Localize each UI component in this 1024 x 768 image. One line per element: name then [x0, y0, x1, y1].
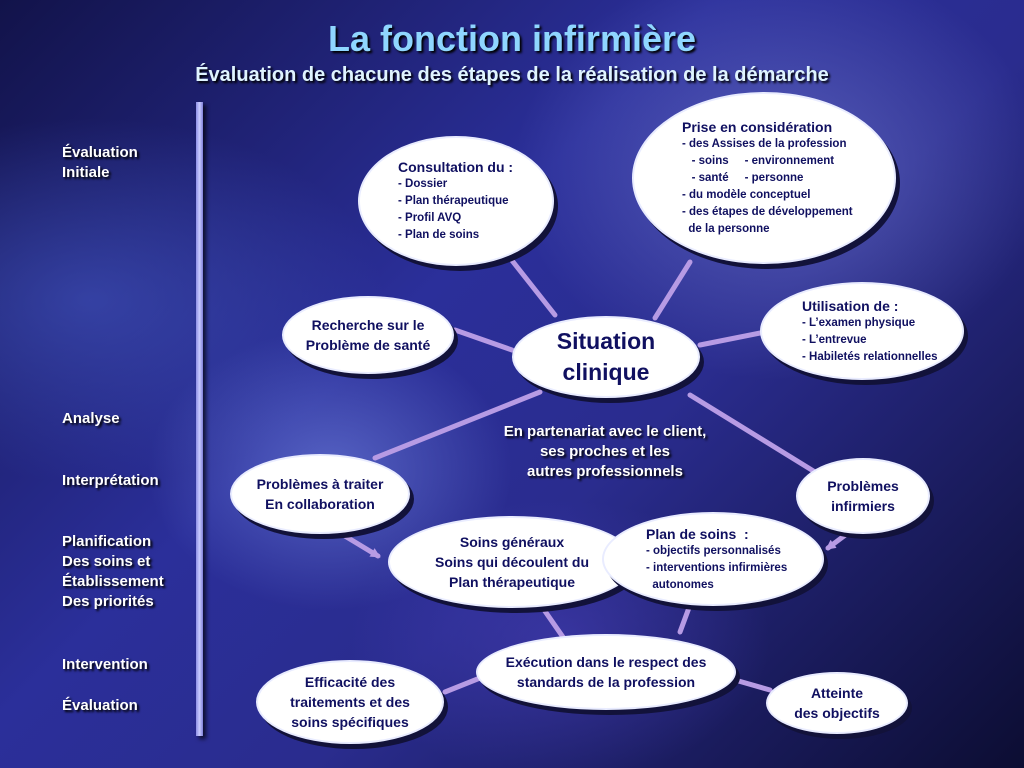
timeline-bar	[196, 102, 203, 736]
stage-evaluation-initiale: Évaluation Initiale	[62, 143, 138, 183]
slide-subtitle: Évaluation de chacune des étapes de la r…	[195, 64, 829, 86]
connector-consultation-situation	[507, 255, 558, 318]
stage-evaluation: Évaluation	[62, 696, 138, 716]
connector-execution-atteinte	[732, 677, 773, 693]
node-line: - des étapes de développement	[682, 206, 853, 218]
connector-utilisation-situation	[697, 329, 768, 348]
node-line: - soins - environnement	[682, 155, 835, 167]
note-line: ses proches et les	[539, 443, 671, 460]
node-problemes-infirmiers: Problèmes infirmiers	[796, 458, 930, 534]
node-heading: Prise en considération	[682, 119, 833, 135]
node-line: Atteinte	[810, 685, 864, 701]
node-utilisation: Utilisation de : - L’examen physique - L…	[760, 282, 964, 380]
node-heading: Utilisation de :	[802, 297, 899, 314]
stage-label: Évaluation Initiale	[62, 144, 138, 181]
node-line: - Habiletés relationnelles	[802, 350, 938, 363]
stage-interpretation: Interprétation	[62, 471, 159, 491]
node-line: - interventions infirmières	[646, 561, 788, 574]
node-line: - objectifs personnalisés	[646, 544, 781, 557]
connector-prise-situation	[652, 259, 693, 321]
node-line: Problèmes à traiter	[256, 476, 384, 492]
node-line: autonomes	[646, 578, 714, 591]
connector-situation-problemes-traiter	[372, 389, 543, 461]
node-heading: Plan de soins :	[646, 525, 749, 542]
node-line: clinique	[562, 359, 650, 385]
slide-title: La fonction infirmière	[327, 18, 697, 59]
node-line: - Plan thérapeutique	[398, 195, 509, 207]
node-line: Efficacité des	[304, 674, 396, 690]
node-line: - Plan de soins	[398, 229, 480, 241]
node-line: traitements et des	[290, 694, 410, 710]
node-line: des objectifs	[794, 705, 880, 721]
note-line: En partenariat avec le client,	[503, 423, 707, 440]
node-line: soins spécifiques	[291, 714, 409, 730]
connector-plan-execution	[677, 602, 693, 635]
node-line: Problème de santé	[305, 337, 431, 353]
node-line: En collaboration	[265, 496, 375, 512]
partnership-note: En partenariat avec le client, ses proch…	[470, 422, 740, 482]
node-line: Problèmes	[827, 478, 899, 494]
node-line: infirmiers	[831, 498, 895, 514]
stage-analyse: Analyse	[62, 409, 120, 429]
node-heading: Consultation du :	[398, 159, 514, 175]
note-line: autres professionnels	[527, 463, 683, 480]
node-line: de la personne	[682, 223, 770, 235]
node-line: - des Assises de la profession	[682, 138, 847, 150]
node-execution: Exécution dans le respect des standards …	[476, 634, 736, 710]
stage-label: Évaluation	[62, 697, 138, 714]
node-line: - du modèle conceptuel	[682, 189, 811, 201]
node-line: standards de la profession	[516, 674, 696, 690]
stage-label: Analyse	[62, 410, 120, 427]
node-soins-generaux: Soins généraux Soins qui découlent du Pl…	[388, 516, 636, 608]
stage-label: Interprétation	[62, 472, 159, 489]
connector-situation-problemes-infirmiers	[687, 392, 818, 475]
node-recherche: Recherche sur le Problème de santé	[282, 296, 454, 374]
connector-soins-execution	[537, 601, 568, 643]
node-line: Recherche sur le	[311, 317, 425, 333]
node-line: Exécution dans le respect des	[505, 654, 707, 670]
connector-efficacite-execution	[442, 675, 483, 695]
node-line: Situation	[556, 328, 656, 354]
node-problemes-a-traiter: Problèmes à traiter En collaboration	[230, 454, 410, 534]
node-line: - L’entrevue	[802, 333, 867, 346]
stage-intervention: Intervention	[62, 655, 148, 675]
stage-label: Planification Des soins et Établissement…	[62, 533, 164, 610]
node-plan-de-soins: Plan de soins : - objectifs personnalisé…	[602, 512, 824, 606]
connector-recherche-situation	[452, 327, 515, 353]
node-line: - Dossier	[398, 178, 448, 190]
node-atteinte: Atteinte des objectifs	[766, 672, 908, 734]
node-efficacite: Efficacité des traitements et des soins …	[256, 660, 444, 744]
node-line: - L’examen physique	[802, 316, 916, 329]
stage-planification: Planification Des soins et Établissement…	[62, 532, 164, 612]
node-line: - Profil AVQ	[398, 212, 462, 224]
node-line: Plan thérapeutique	[448, 574, 576, 590]
node-line: Soins qui découlent du	[435, 554, 589, 570]
node-line: - santé - personne	[682, 172, 804, 184]
node-consultation: Consultation du : - Dossier - Plan théra…	[358, 136, 554, 266]
stage-label: Intervention	[62, 656, 148, 673]
connector-to-soins	[332, 527, 381, 559]
node-prise-en-consideration: Prise en considération - des Assises de …	[632, 92, 896, 264]
node-situation-clinique: Situation clinique	[512, 316, 700, 398]
node-line: Soins généraux	[459, 534, 565, 550]
